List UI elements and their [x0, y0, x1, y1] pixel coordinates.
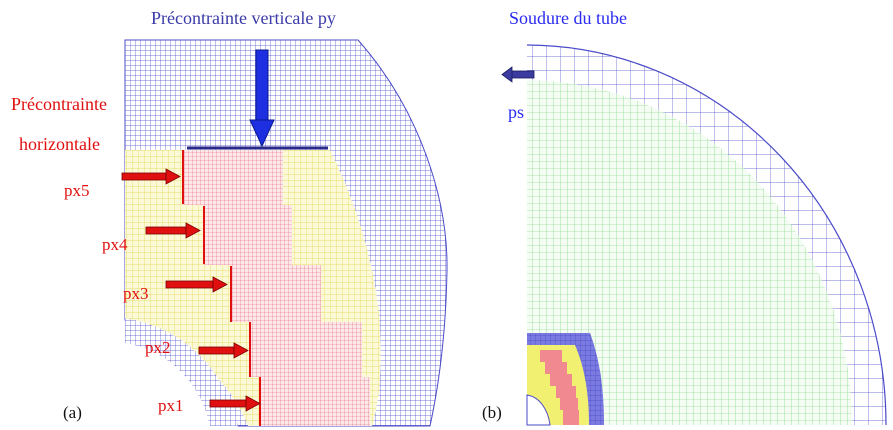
panel-b-tag: (b) — [482, 403, 502, 422]
arrow-px4 — [145, 222, 201, 239]
arrow-px1 — [209, 395, 261, 412]
weld-inner-hole — [526, 394, 551, 426]
weld-load-arrow — [501, 66, 535, 83]
load-label-px5: px5 — [64, 181, 90, 200]
arrow-px5 — [121, 168, 181, 185]
load-label-px2: px2 — [145, 338, 171, 357]
vertical-prestress-title: Précontrainte verticale py — [151, 8, 336, 28]
panel-a-mesh — [121, 39, 448, 427]
tube-weld-title: Soudure du tube — [509, 8, 627, 28]
weld-zone-steps — [540, 350, 579, 425]
load-label-px4: px4 — [102, 235, 128, 254]
horizontal-prestress-label-line2: horizontale — [19, 134, 100, 154]
inner-mesh-steps — [183, 150, 370, 426]
load-label-px3: px3 — [123, 284, 149, 303]
horizontal-prestress-label-line1: Précontrainte — [11, 94, 107, 114]
panel-b-mesh — [501, 44, 887, 426]
horizontal-load-arrows — [121, 168, 261, 412]
load-label-px1: px1 — [158, 396, 184, 415]
panel-a-tag: (a) — [63, 403, 82, 422]
arrow-px2 — [198, 342, 249, 359]
red-load-edges — [182, 150, 261, 426]
vertical-load-arrow — [249, 49, 275, 148]
weld-load-label: ps — [508, 102, 525, 122]
arrow-px3 — [165, 276, 228, 293]
